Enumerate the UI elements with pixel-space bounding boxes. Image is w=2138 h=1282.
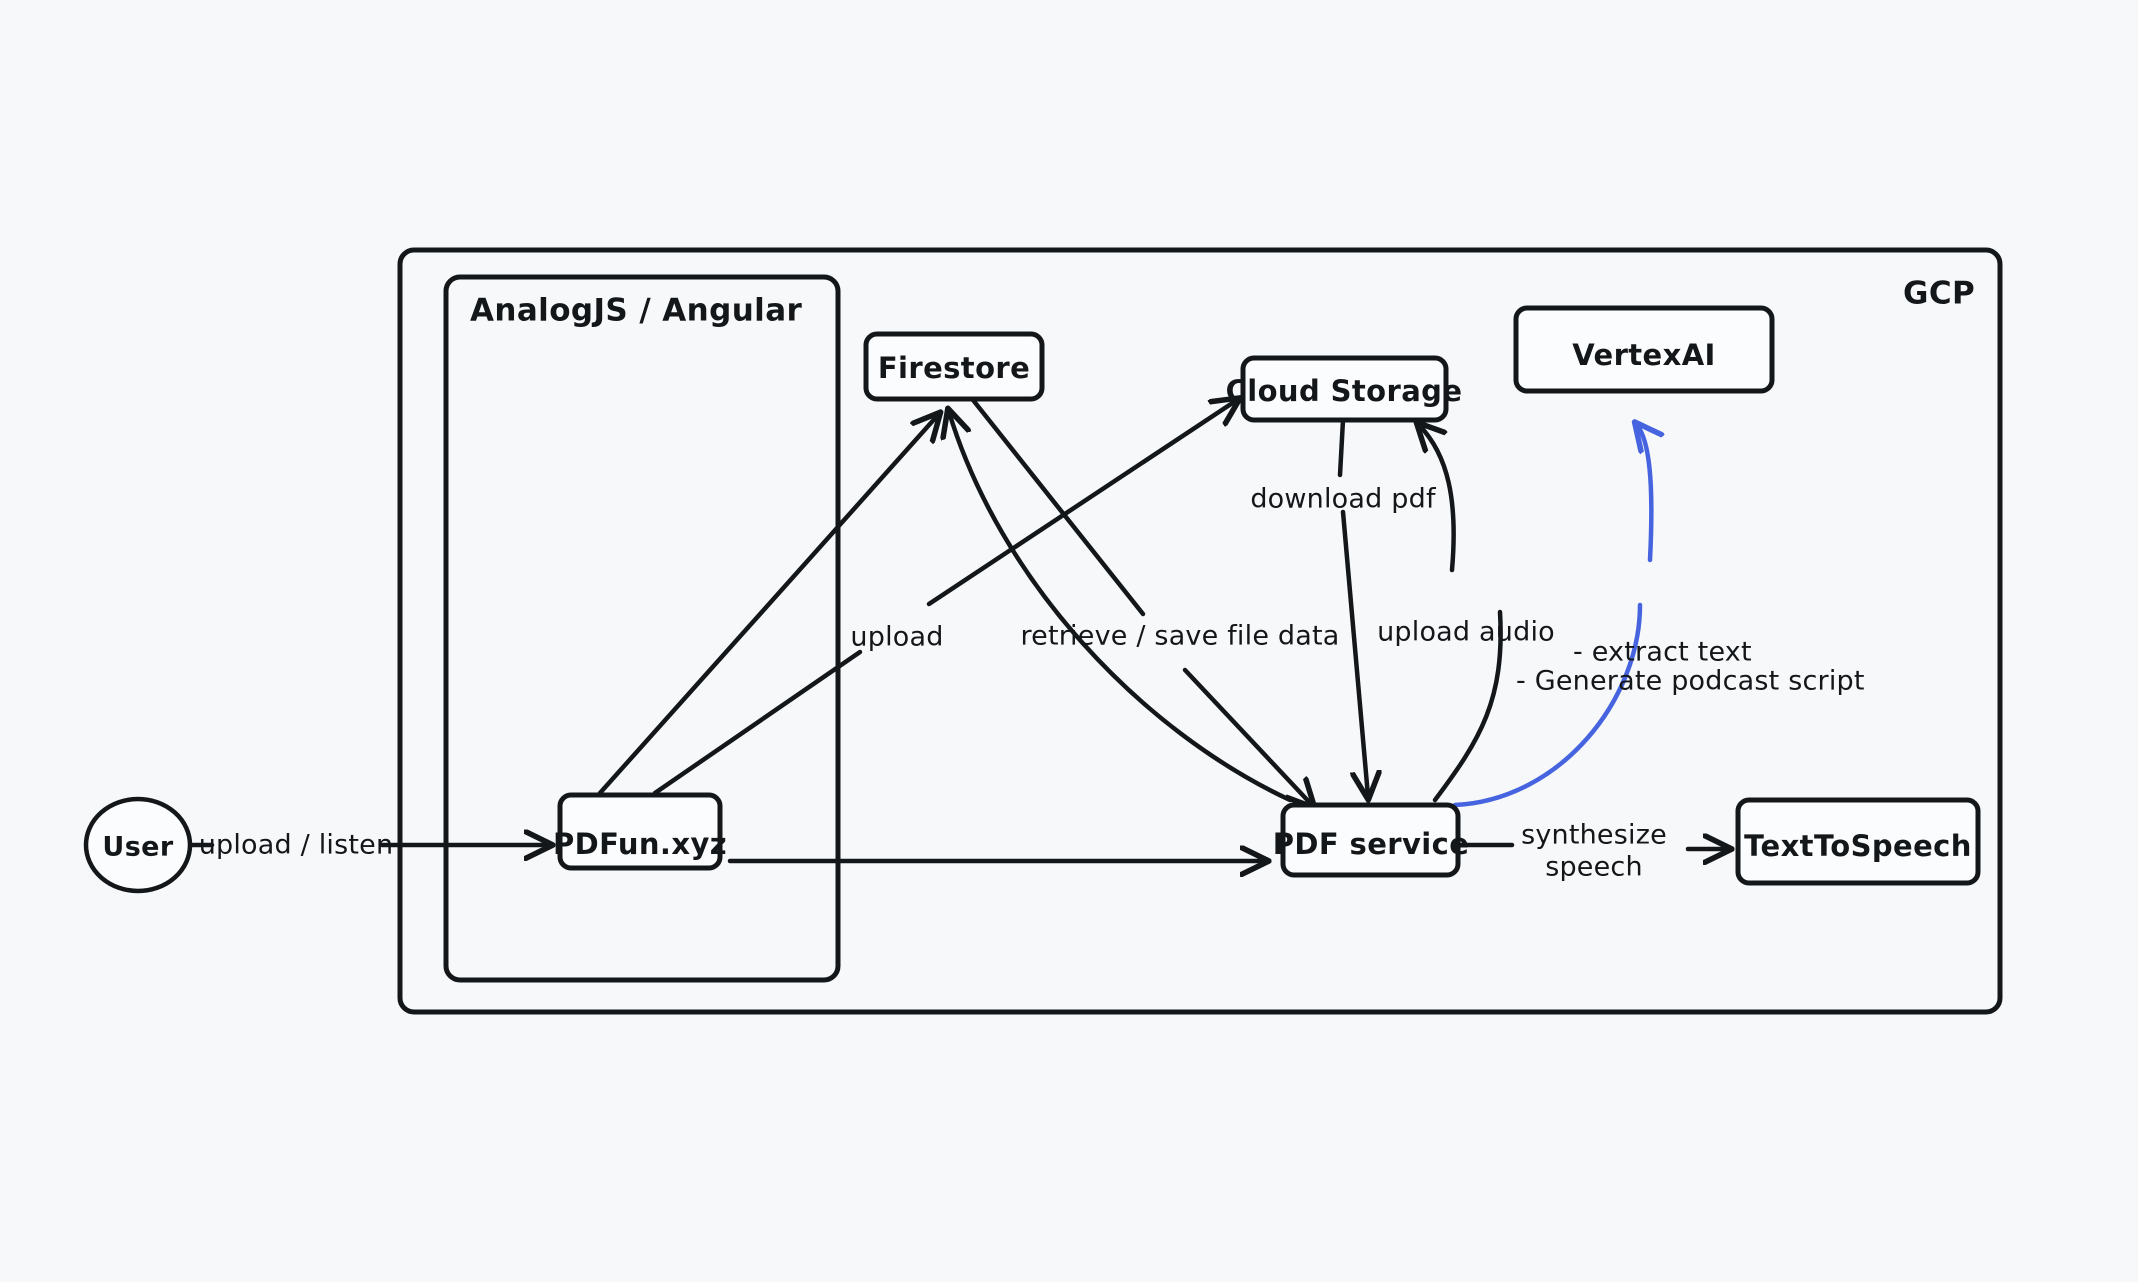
edge-label-extract-text: - extract text [1573, 637, 1752, 668]
node-texttospeech-label: TextToSpeech [1744, 829, 1972, 863]
edge-pdfsvc-to-vertex-seg1 [1452, 602, 1643, 808]
node-user-label: User [102, 832, 174, 863]
node-user[interactable] [83, 796, 193, 894]
edge-pdfun-to-cloud-storage [926, 400, 1237, 607]
node-cloud-storage[interactable] [1240, 355, 1449, 423]
edge-label-upload-listen: upload / listen [199, 830, 394, 861]
node-pdf-service-label: PDF service [1273, 827, 1470, 861]
edge-cs-to-pdfsvc-seg1 [1337, 417, 1346, 478]
node-pdfun[interactable] [557, 792, 723, 871]
edge-pdfun-to-cs-seg1 [652, 649, 863, 796]
edge-cloud-storage-to-pdf-service [1340, 509, 1368, 796]
edge-label-generate-script: - Generate podcast script [1516, 666, 1865, 697]
edge-pdf-service-to-vertexai [1637, 425, 1651, 563]
node-pdfun-label: PDFun.xyz [553, 827, 727, 861]
edge-pdf-service-to-firestore [949, 412, 1293, 803]
group-analogjs [443, 274, 841, 983]
group-analogjs-label: AnalogJS / Angular [470, 293, 803, 329]
node-firestore[interactable] [863, 331, 1045, 402]
edge-firestore-to-pdfsvc-seg1 [970, 397, 1146, 617]
node-cloud-storage-label: Cloud Storage [1226, 374, 1463, 408]
edge-firestore-to-pdf-service [1182, 667, 1312, 805]
edge-label-synthesize: synthesize [1521, 820, 1667, 851]
group-gcp [397, 247, 2003, 1015]
node-texttospeech[interactable] [1735, 797, 1981, 886]
edge-label-upload-audio: upload audio [1377, 617, 1555, 648]
node-firestore-label: Firestore [878, 351, 1030, 385]
edge-pdf-service-to-cloud-storage [1419, 425, 1456, 573]
node-vertexai-label: VertexAI [1572, 338, 1716, 372]
edge-label-upload: upload [850, 622, 943, 653]
group-gcp-label: GCP [1903, 276, 1975, 312]
edge-label-download-pdf: download pdf [1250, 484, 1437, 515]
node-vertexai[interactable] [1513, 305, 1775, 394]
edge-pdfun-to-firestore [597, 415, 938, 796]
edge-label-speech: speech [1545, 852, 1643, 883]
edge-pdfsvc-to-cs-seg1 [1432, 609, 1503, 803]
node-pdf-service[interactable] [1280, 802, 1461, 878]
